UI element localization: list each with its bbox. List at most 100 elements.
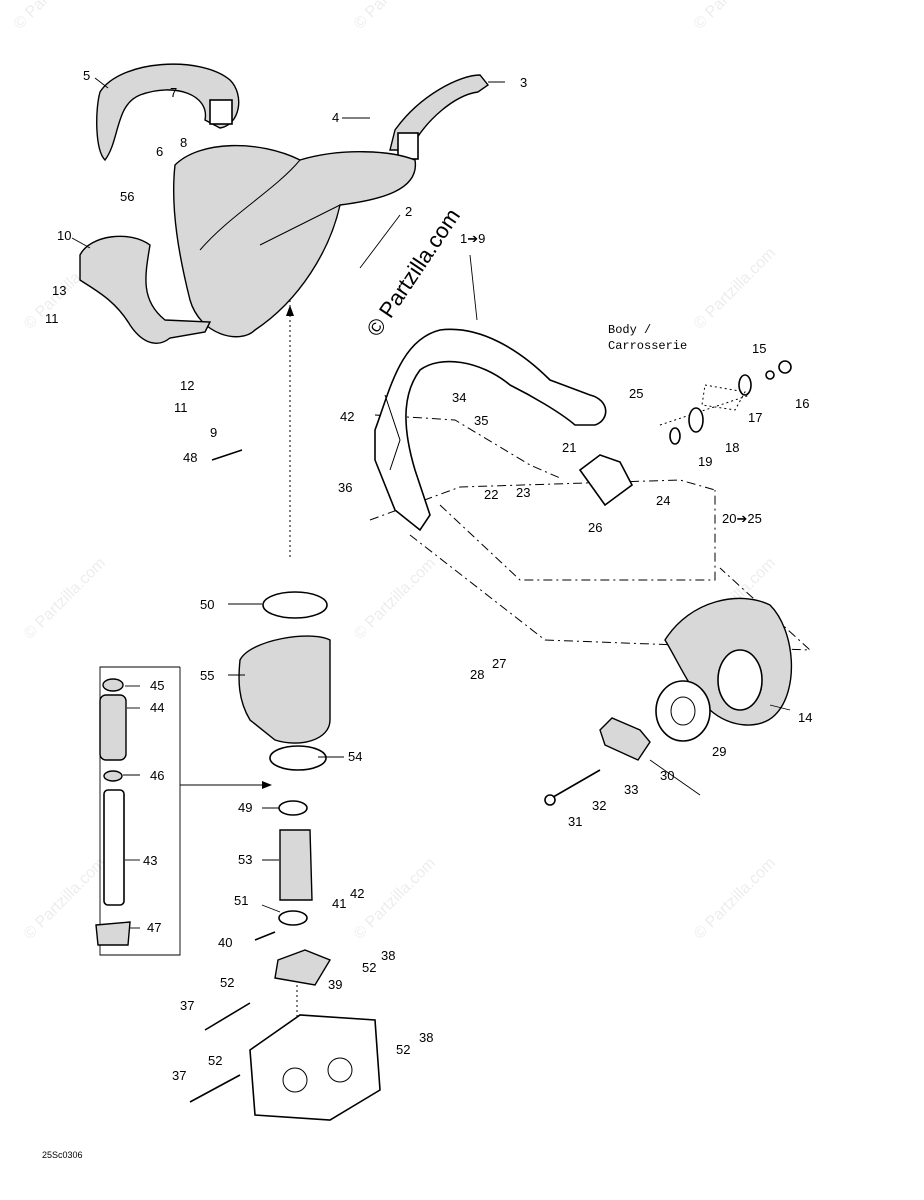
callout-label: 52 [396,1042,410,1057]
callout-label: 42 [340,409,354,424]
callout-label: 51 [234,893,248,908]
callout-label: 36 [338,480,352,495]
callout-label: 18 [725,440,739,455]
guard-opening [717,649,763,711]
callout-label: 41 [332,896,346,911]
callout-label: 3 [520,75,527,90]
callout-label: 23 [516,485,530,500]
base-plate-part [274,949,332,986]
callout-label: 9 [210,425,217,440]
callout-label: 14 [798,710,812,725]
spring-seat-part [102,678,124,692]
callout-label: 12 [180,378,194,393]
callout-label: 11 [174,400,188,415]
shock-absorber-part [103,789,125,906]
watermark: © Partzilla.com [691,0,779,33]
callout-label: 37 [180,998,194,1013]
main-watermark: © Partzilla.com [361,204,465,341]
nut-part [765,370,775,380]
callout-label: 15 [752,341,766,356]
washer-part [669,427,681,445]
nut-part [778,360,792,374]
drawing-code: 25Sc0306 [42,1150,83,1160]
callout-label: 16 [795,396,809,411]
callout-label: 33 [624,782,638,797]
rear-grab-handle [389,74,490,151]
callout-label: 24 [656,493,670,508]
clamp-part [262,591,328,619]
bellows-part [238,635,331,744]
shock-base-part [95,921,131,946]
handle-bracket [209,99,233,125]
callout-label: 50 [200,597,214,612]
bolt-head [544,794,556,806]
spring-part [99,694,127,761]
callout-label: 45 [150,678,164,693]
bracket-part [578,454,634,507]
callout-label: 2 [405,204,412,219]
lower-mount-part [249,1014,381,1121]
spring-seat-part [103,770,123,782]
callout-label: 37 [172,1068,186,1083]
callout-label: 27 [492,656,506,671]
callout-label: 28 [470,667,484,682]
callout-label: 8 [180,135,187,150]
callout-label: 52 [362,960,376,975]
bolt-part [254,931,276,941]
watermark: © Partzilla.com [21,555,109,643]
callout-label: 10 [57,228,71,243]
callout-label: 34 [452,390,466,405]
callout-label: 5 [83,68,90,83]
callout-label: 49 [238,800,252,815]
callout-label: 43 [143,853,157,868]
watermark: © Partzilla.com [351,0,439,33]
callout-label: 39 [328,977,342,992]
lower-clamp-part [278,910,308,926]
boot-part [279,829,313,901]
callout-label: 7 [170,85,177,100]
watermark: © Partzilla.com [691,855,779,943]
callout-label: 17 [748,410,762,425]
callout-label: 20➔25 [722,511,762,526]
disc-part [655,680,711,742]
callout-label: 25 [629,386,643,401]
small-clamp-part [278,800,308,816]
callout-label: 4 [332,110,339,125]
callout-label: 48 [183,450,197,465]
callout-label: 56 [120,189,134,204]
callout-label: 30 [660,768,674,783]
callout-label: 35 [474,413,488,428]
washer-part [738,374,752,396]
callout-label: 19 [698,454,712,469]
mount-bracket-part [599,717,651,761]
long-bolt-part [189,1074,241,1103]
leader-lines [71,77,791,929]
callouts: 5 7 8 6 3 4 56 2 1➔9 10 13 11 12 11 9 48… [45,68,812,1083]
shock-group-frame [99,666,181,956]
washer-part [688,407,704,433]
callout-label: 31 [568,814,582,829]
callout-label: 13 [52,283,66,298]
seat-frame-part [374,328,607,532]
ring-part [269,745,327,771]
bolt-part [547,769,601,801]
gasket-part [701,384,746,411]
callout-label: 40 [218,935,232,950]
callout-label: 38 [381,948,395,963]
body-note-line1: Body / [608,323,651,337]
bolt-part [211,449,243,461]
long-bolt-part [204,1002,251,1031]
callout-label: 29 [712,744,726,759]
callout-label: 22 [484,487,498,502]
callout-label: 52 [220,975,234,990]
side-deflector-part [79,235,212,344]
callout-label: 42 [350,886,364,901]
watermark: © Partzilla.com [11,0,99,33]
callout-label: 38 [419,1030,433,1045]
callout-label: 11 [45,311,59,326]
callout-label: 46 [150,768,164,783]
callout-label: 55 [200,668,214,683]
callout-label: 1➔9 [460,231,485,246]
callout-label: 52 [208,1053,222,1068]
